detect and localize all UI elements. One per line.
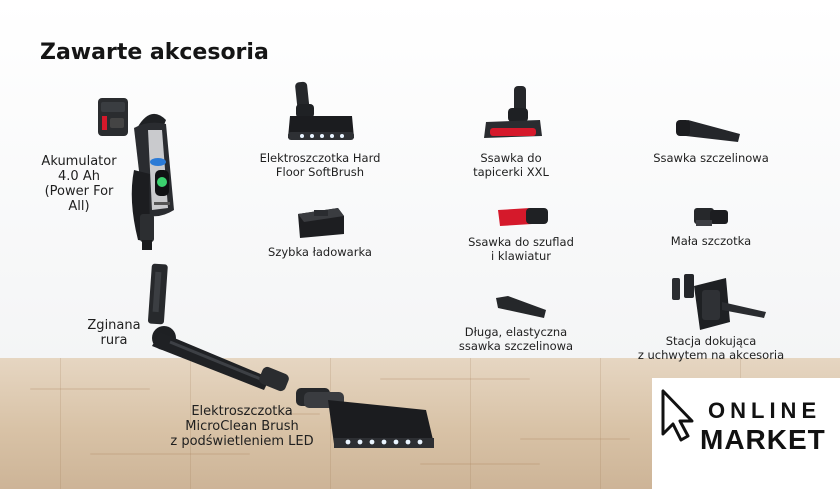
microclean-brush [296, 388, 434, 448]
vacuum-main-unit [98, 98, 174, 250]
label-tube: Zginana rura [87, 318, 141, 348]
flexible-tube [147, 263, 289, 392]
page-title: Zawarte akcesoria [40, 40, 269, 65]
label-hardfloor-brush: Elektroszczotka Hard Floor SoftBrush [259, 151, 381, 179]
label-microclean-brush: Elektroszczotka MicroClean Brush z podśw… [170, 404, 314, 449]
label-drawer-nozzle: Ssawka do szuflad i klawiatur [468, 235, 574, 263]
fast-charger [298, 208, 344, 238]
crevice-nozzle [676, 120, 740, 142]
label-small-brush: Mała szczotka [670, 234, 752, 248]
label-crevice-nozzle: Ssawka szczelinowa [653, 151, 769, 165]
label-docking-station: Stacja dokująca z uchwytem na akcesoria [637, 334, 785, 362]
upholstery-nozzle [484, 86, 542, 138]
label-long-crevice: Długa, elastyczna ssawka szczelinowa [458, 325, 574, 353]
drawer-nozzle [498, 208, 548, 226]
online-market-logo: ONLINE MARKET [652, 378, 840, 489]
docking-station [672, 274, 766, 330]
cursor-arrow-icon [661, 389, 694, 442]
hardfloor-brush [288, 81, 354, 140]
label-upholstery-nozzle: Ssawka do tapicerki XXL [473, 151, 549, 179]
long-crevice-nozzle [496, 296, 546, 318]
label-battery: Akumulator 4.0 Ah (Power For All) [41, 154, 117, 214]
small-brush [694, 208, 728, 226]
label-fast-charger: Szybka ładowarka [268, 245, 372, 259]
